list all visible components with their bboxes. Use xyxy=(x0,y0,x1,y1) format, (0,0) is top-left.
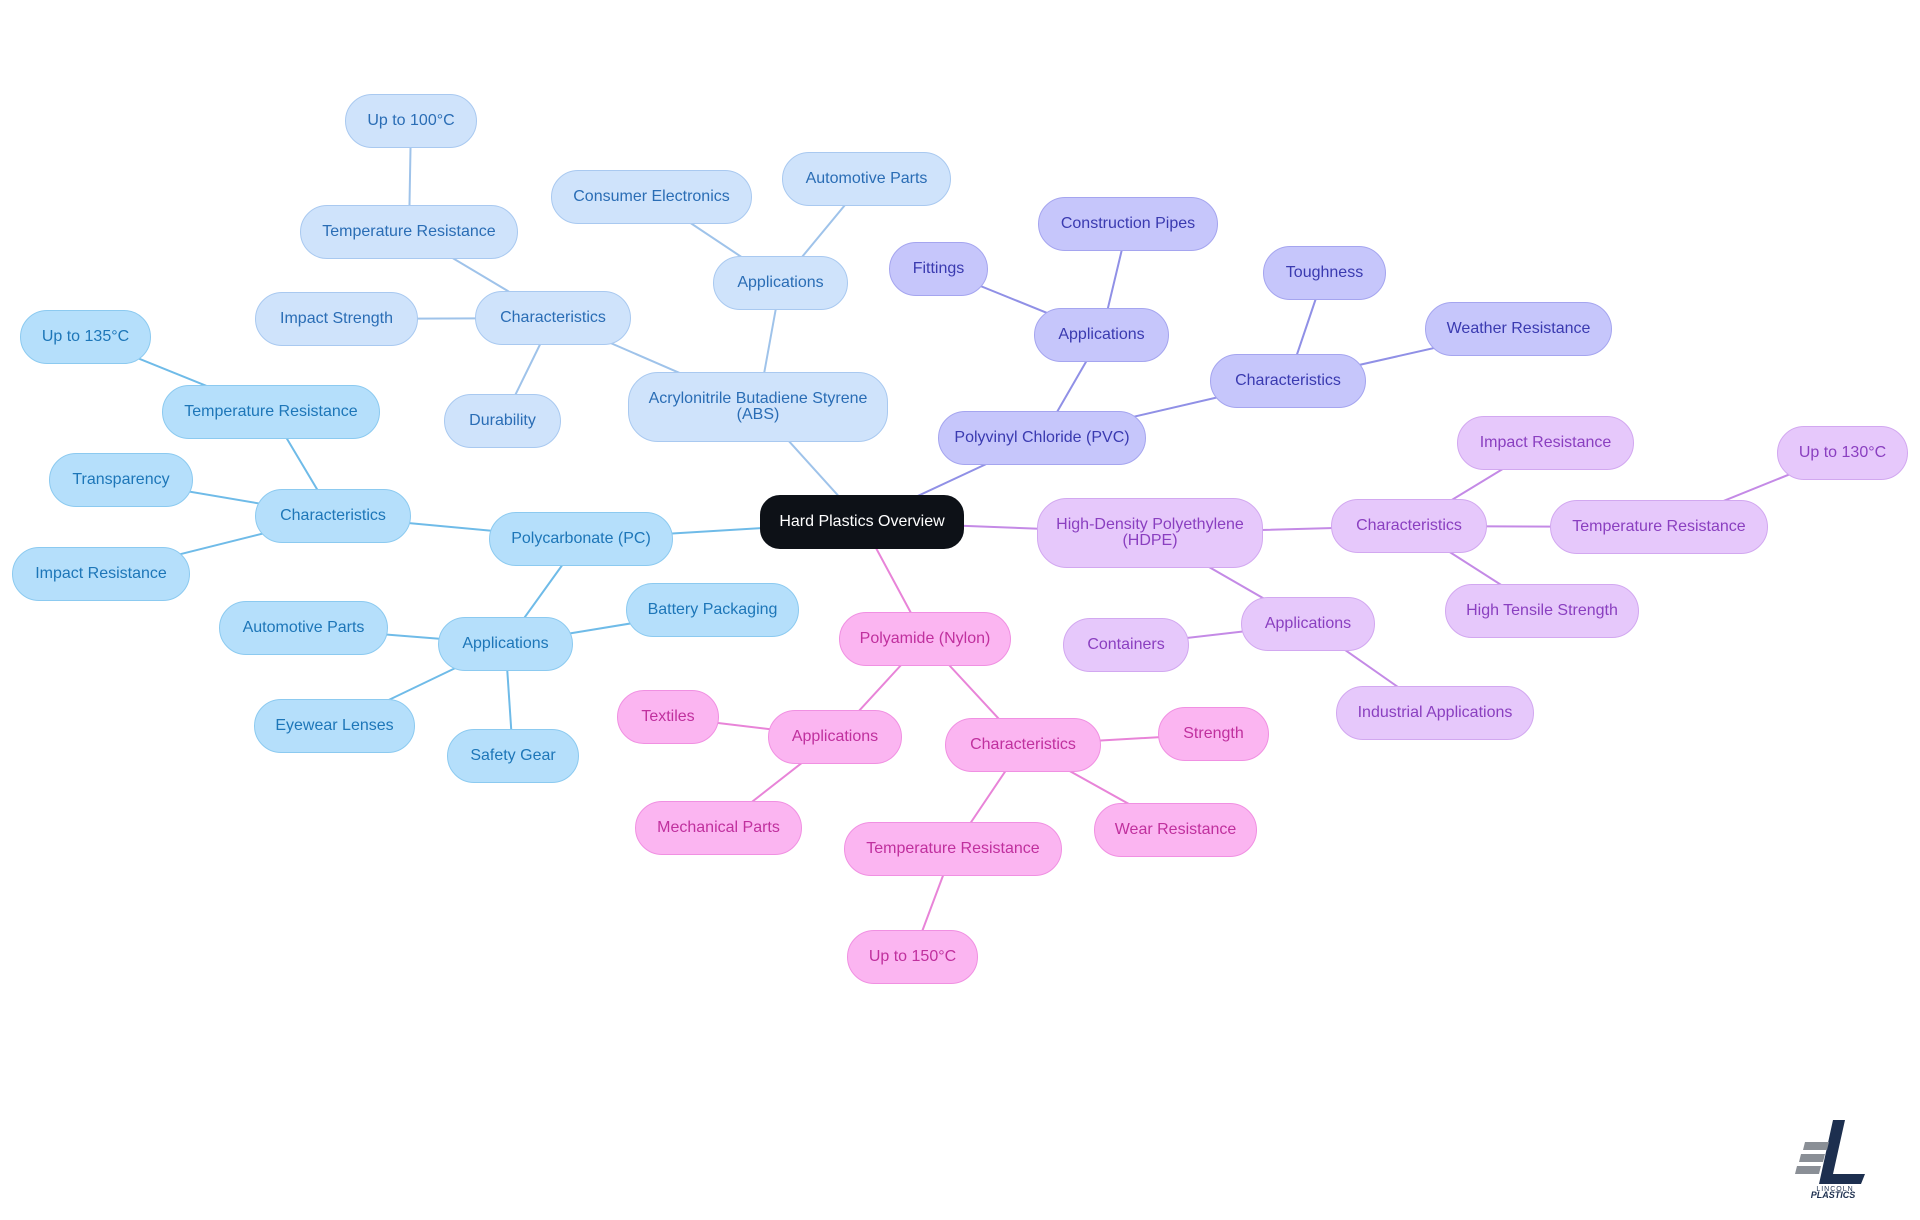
node-nylon-wear-resistance[interactable]: Wear Resistance xyxy=(1094,803,1257,857)
node-pc-temperature-resistance[interactable]: Temperature Resistance xyxy=(162,385,380,439)
node-pvc-construction-pipes[interactable]: Construction Pipes xyxy=(1038,197,1218,251)
node-pc-transparency[interactable]: Transparency xyxy=(49,453,193,507)
node-pc-eyewear-lenses[interactable]: Eyewear Lenses xyxy=(254,699,415,753)
node-hdpe-characteristics[interactable]: Characteristics xyxy=(1331,499,1487,553)
node-pvc-fittings[interactable]: Fittings xyxy=(889,242,988,296)
node-abs-automotive-parts[interactable]: Automotive Parts xyxy=(782,152,951,206)
node-nylon-temperature-resistance[interactable]: Temperature Resistance xyxy=(844,822,1062,876)
node-abs[interactable]: Acrylonitrile Butadiene Styrene (ABS) xyxy=(628,372,888,442)
node-pc-safety-gear[interactable]: Safety Gear xyxy=(447,729,579,783)
node-abs-consumer-electronics[interactable]: Consumer Electronics xyxy=(551,170,752,224)
node-nylon-textiles[interactable]: Textiles xyxy=(617,690,719,744)
node-hdpe-applications[interactable]: Applications xyxy=(1241,597,1375,651)
node-pc-applications[interactable]: Applications xyxy=(438,617,573,671)
svg-text:PLASTICS: PLASTICS xyxy=(1811,1190,1856,1198)
node-pvc[interactable]: Polyvinyl Chloride (PVC) xyxy=(938,411,1146,465)
node-pvc-characteristics[interactable]: Characteristics xyxy=(1210,354,1366,408)
node-pc-characteristics[interactable]: Characteristics xyxy=(255,489,411,543)
node-hdpe-high-tensile-strength[interactable]: High Tensile Strength xyxy=(1445,584,1639,638)
node-hdpe-temperature-value[interactable]: Up to 130°C xyxy=(1777,426,1908,480)
node-abs-characteristics[interactable]: Characteristics xyxy=(475,291,631,345)
node-nylon-applications[interactable]: Applications xyxy=(768,710,902,764)
node-hdpe[interactable]: High-Density Polyethylene (HDPE) xyxy=(1037,498,1263,568)
node-nylon-strength[interactable]: Strength xyxy=(1158,707,1269,761)
node-pc[interactable]: Polycarbonate (PC) xyxy=(489,512,673,566)
node-hdpe-containers[interactable]: Containers xyxy=(1063,618,1189,672)
node-root[interactable]: Hard Plastics Overview xyxy=(760,495,964,549)
node-hdpe-industrial-applications[interactable]: Industrial Applications xyxy=(1336,686,1534,740)
svg-text:LINCOLN: LINCOLN xyxy=(1816,1186,1853,1193)
node-abs-durability[interactable]: Durability xyxy=(444,394,561,448)
node-pvc-toughness[interactable]: Toughness xyxy=(1263,246,1386,300)
node-hdpe-impact-resistance[interactable]: Impact Resistance xyxy=(1457,416,1634,470)
node-pvc-applications[interactable]: Applications xyxy=(1034,308,1169,362)
logo-mark-icon: LINCOLN PLASTICS xyxy=(1795,1120,1865,1200)
node-pc-temperature-value[interactable]: Up to 135°C xyxy=(20,310,151,364)
node-nylon-characteristics[interactable]: Characteristics xyxy=(945,718,1101,772)
lincoln-plastics-logo: LINCOLN PLASTICS xyxy=(1795,1118,1875,1200)
node-pvc-weather-resistance[interactable]: Weather Resistance xyxy=(1425,302,1612,356)
node-nylon[interactable]: Polyamide (Nylon) xyxy=(839,612,1011,666)
node-abs-applications[interactable]: Applications xyxy=(713,256,848,310)
node-abs-impact-strength[interactable]: Impact Strength xyxy=(255,292,418,346)
node-abs-temperature-value[interactable]: Up to 100°C xyxy=(345,94,477,148)
node-pc-battery-packaging[interactable]: Battery Packaging xyxy=(626,583,799,637)
node-nylon-mechanical-parts[interactable]: Mechanical Parts xyxy=(635,801,802,855)
node-pc-automotive-parts[interactable]: Automotive Parts xyxy=(219,601,388,655)
node-hdpe-temperature-resistance[interactable]: Temperature Resistance xyxy=(1550,500,1768,554)
node-nylon-temperature-value[interactable]: Up to 150°C xyxy=(847,930,978,984)
node-pc-impact-resistance[interactable]: Impact Resistance xyxy=(12,547,190,601)
node-abs-temperature-resistance[interactable]: Temperature Resistance xyxy=(300,205,518,259)
